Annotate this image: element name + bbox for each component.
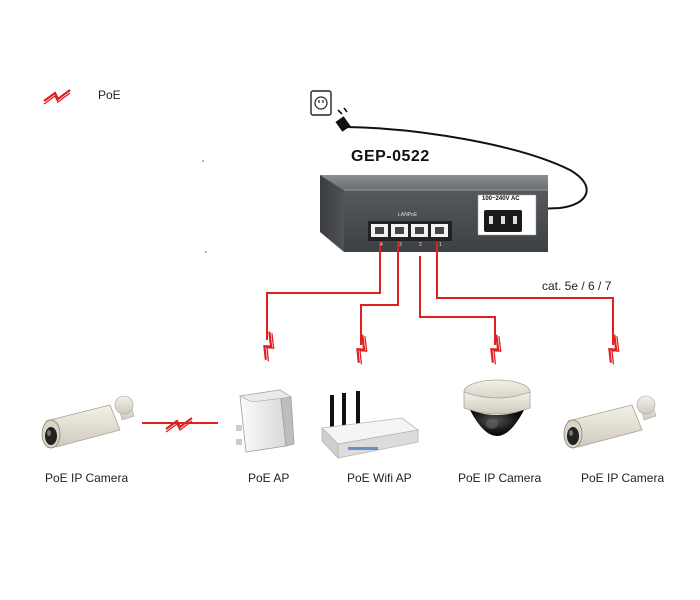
poe-bolts: [164, 330, 628, 434]
legend-label: PoE: [98, 88, 121, 102]
poe-cables: [142, 242, 614, 424]
device-label-wifi-ap: PoE Wifi AP: [347, 471, 412, 485]
poe-lightning-icon: [482, 333, 510, 366]
power-plug-icon: [335, 107, 351, 132]
port-number: 2: [419, 242, 422, 248]
poe-line-port2: [419, 256, 496, 345]
port-number: 1: [439, 242, 442, 248]
switch-brand-label: LANPoE: [398, 212, 418, 218]
device-label-ap: PoE AP: [248, 471, 290, 485]
poe-switch: [320, 175, 548, 252]
device-label-camera-left: PoE IP Camera: [45, 471, 129, 485]
bullet-camera-icon: [41, 395, 135, 449]
outdoor-access-point-icon: [236, 389, 295, 453]
ethernet-ports: [368, 221, 452, 241]
device-label-camera-right: PoE IP Camera: [581, 471, 665, 485]
port-number: 3: [399, 242, 402, 248]
dome-camera-icon: [463, 379, 531, 436]
poe-lightning-icon: [42, 88, 72, 106]
poe-line-port3: [360, 242, 399, 345]
cable-spec-label: cat. 5e / 6 / 7: [542, 279, 612, 293]
poe-lightning-icon: [348, 333, 376, 366]
power-rating-label: 100~240V AC: [482, 196, 520, 202]
power-cable: [345, 126, 588, 211]
poe-lightning-icon: [164, 416, 194, 434]
power-inlet: [477, 194, 537, 236]
switch-model-title: GEP-0522: [351, 148, 430, 165]
wifi-router-icon: [321, 391, 419, 460]
poe-lightning-icon: [255, 330, 283, 363]
dot-mark: [205, 251, 207, 253]
bullet-camera-icon: [563, 395, 657, 449]
poe-lightning-icon: [600, 333, 628, 366]
dot-mark: [202, 160, 204, 162]
wall-outlet-icon: [310, 90, 332, 116]
poe-line-port4: [266, 242, 381, 340]
poe-line-port1: [436, 242, 614, 345]
device-label-dome-camera: PoE IP Camera: [458, 471, 542, 485]
port-number: 4: [380, 242, 383, 248]
